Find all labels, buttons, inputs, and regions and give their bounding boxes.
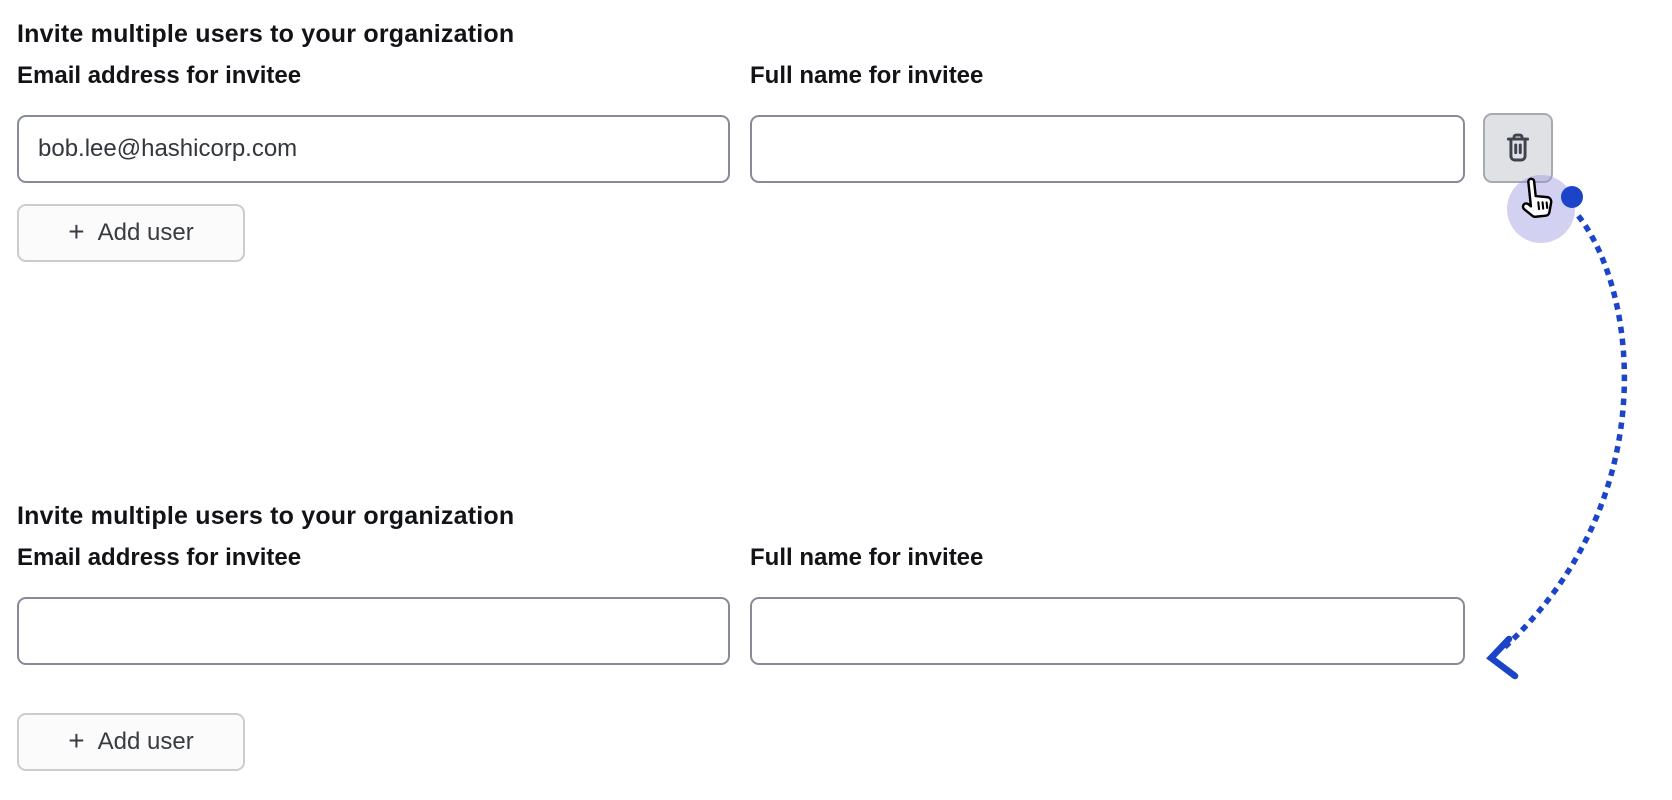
full-name-input[interactable] (750, 597, 1465, 665)
plus-icon: + (68, 725, 85, 756)
add-user-label: Add user (97, 728, 194, 755)
full-name-input[interactable] (750, 115, 1465, 183)
trash-icon (1502, 132, 1534, 164)
plus-icon: + (68, 216, 85, 247)
full-name-label: Full name for invitee (750, 544, 984, 571)
email-input[interactable] (17, 115, 730, 183)
email-label: Email address for invitee (17, 544, 302, 571)
delete-row-button[interactable] (1483, 113, 1553, 183)
add-user-label: Add user (97, 219, 194, 246)
add-user-button[interactable]: + Add user (17, 713, 245, 771)
add-user-button[interactable]: + Add user (17, 204, 245, 262)
form-title: Invite multiple users to your organizati… (17, 20, 515, 48)
email-label: Email address for invitee (17, 62, 302, 89)
invite-form-after: Invite multiple users to your organizati… (0, 482, 1672, 800)
full-name-label: Full name for invitee (750, 62, 984, 89)
email-input[interactable] (17, 597, 730, 665)
invite-form-before: Invite multiple users to your organizati… (17, 20, 1553, 262)
form-title: Invite multiple users to your organizati… (17, 502, 515, 530)
